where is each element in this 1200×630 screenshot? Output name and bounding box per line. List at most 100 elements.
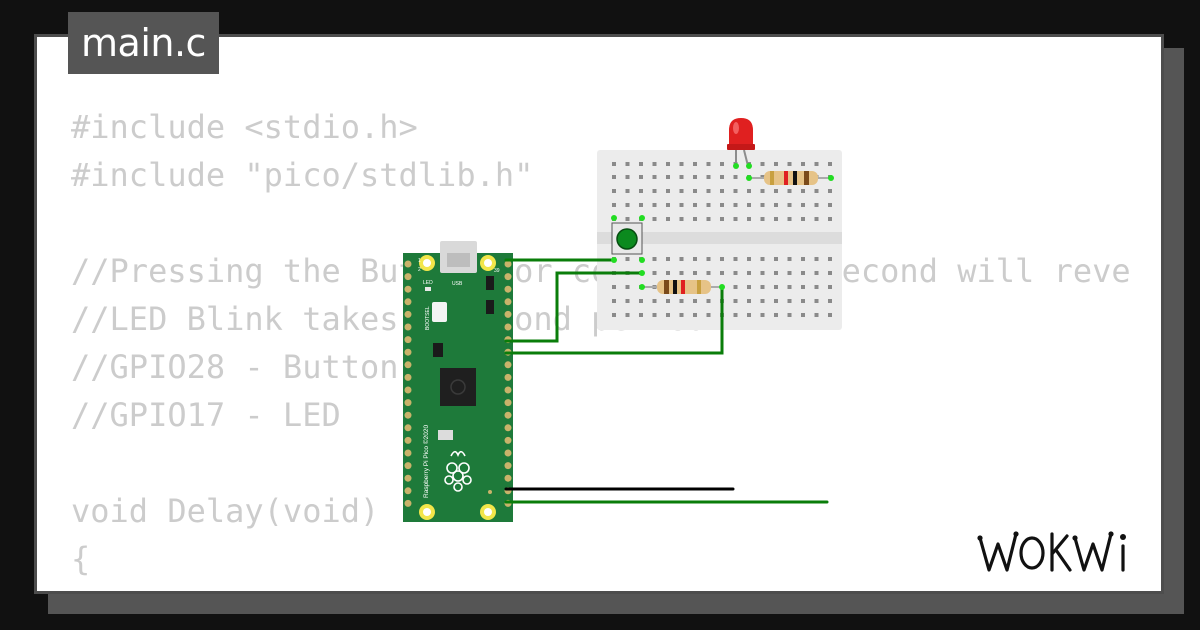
- breadboard-hole: [747, 257, 751, 261]
- breadboard-hole: [652, 162, 657, 166]
- pin-pad: [404, 361, 412, 369]
- wires: [504, 258, 829, 504]
- breadboard-hole: [652, 299, 657, 303]
- breadboard-hole: [639, 175, 643, 179]
- breadboard-hole: [774, 257, 778, 261]
- breadboard-hole: [625, 203, 630, 207]
- breadboard-hole: [747, 271, 751, 275]
- pin-pad: [404, 298, 412, 306]
- breadboard-hole: [801, 257, 805, 261]
- pin-pad: [504, 424, 512, 432]
- usb-label: USB: [452, 281, 463, 287]
- breadboard-hole: [814, 285, 819, 289]
- breadboard-hole: [666, 175, 670, 179]
- pin-pad: [404, 411, 412, 419]
- breadboard-hole: [814, 313, 819, 317]
- breadboard-hole: [814, 257, 819, 261]
- pin-pad: [504, 436, 512, 444]
- pin-pad: [404, 260, 412, 268]
- breadboard-hole: [666, 203, 670, 207]
- pin-pad: [404, 373, 412, 381]
- breadboard-hole: [760, 313, 765, 317]
- breadboard-hole: [801, 271, 805, 275]
- breadboard-hole: [666, 299, 670, 303]
- board-name-label: Raspberry Pi Pico ©2020: [422, 425, 430, 498]
- breadboard-hole: [625, 217, 630, 221]
- breadboard-hole: [652, 217, 657, 221]
- breadboard-hole: [693, 217, 697, 221]
- breadboard-hole: [693, 271, 697, 275]
- pin-pad: [404, 323, 412, 331]
- breadboard-hole: [706, 217, 711, 221]
- pin-pad: [504, 411, 512, 419]
- breadboard-hole: [747, 285, 751, 289]
- breadboard-hole: [787, 203, 792, 207]
- push-button: [611, 222, 643, 255]
- breadboard-hole: [774, 285, 778, 289]
- breadboard-hole: [652, 189, 657, 193]
- led-label: LED: [423, 280, 433, 286]
- pin-pad: [404, 285, 412, 293]
- breadboard-hole: [720, 189, 724, 193]
- breadboard-hole: [706, 189, 711, 193]
- pin-pad: [404, 310, 412, 318]
- led-resistor: [749, 171, 831, 185]
- breadboard-hole: [706, 313, 711, 317]
- code-line-9: void Delay(void): [71, 492, 380, 530]
- breadboard-hole: [720, 271, 724, 275]
- pin-pad: [404, 487, 412, 495]
- button-cap: [616, 228, 638, 250]
- breadboard-hole: [639, 313, 643, 317]
- breadboard-hole: [612, 313, 616, 317]
- breadboard-hole: [814, 203, 819, 207]
- breadboard-hole: [733, 313, 738, 317]
- breadboard-hole: [774, 217, 778, 221]
- breadboard-hole: [693, 189, 697, 193]
- breadboard-hole: [828, 189, 832, 193]
- breadboard-hole: [828, 257, 832, 261]
- pin-pad: [504, 273, 512, 281]
- breadboard-hole: [760, 217, 765, 221]
- breadboard-hole: [693, 203, 697, 207]
- breadboard-hole: [706, 257, 711, 261]
- breadboard-hole: [828, 285, 832, 289]
- breadboard-hole: [828, 162, 832, 166]
- breadboard-hole: [801, 203, 805, 207]
- breadboard-hole: [814, 217, 819, 221]
- breadboard-hole: [720, 203, 724, 207]
- pin-pad: [504, 298, 512, 306]
- breadboard-hole: [639, 189, 643, 193]
- pin-pad: [404, 273, 412, 281]
- breadboard-hole: [679, 203, 684, 207]
- breadboard-hole: [801, 162, 805, 166]
- breadboard-hole: [774, 313, 778, 317]
- breadboard-hole: [787, 162, 792, 166]
- breadboard-hole: [652, 313, 657, 317]
- breadboard-hole: [612, 299, 616, 303]
- breadboard-hole: [625, 285, 630, 289]
- breadboard-hole: [625, 257, 630, 261]
- breadboard-hole: [733, 257, 738, 261]
- pin-pad: [504, 449, 512, 457]
- breadboard-hole: [787, 313, 792, 317]
- breadboard-hole: [760, 189, 765, 193]
- code-line-7: //GPIO17 - LED: [71, 396, 341, 434]
- breadboard-hole: [706, 175, 711, 179]
- wokwi-logo: [977, 531, 1126, 572]
- breadboard-hole: [693, 175, 697, 179]
- breadboard-hole: [801, 189, 805, 193]
- code-line-6: //GPIO28 - Button: [71, 348, 399, 386]
- breadboard-hole: [612, 162, 616, 166]
- breadboard-hole: [747, 313, 751, 317]
- breadboard-hole: [760, 162, 765, 166]
- breadboard-hole: [760, 299, 765, 303]
- breadboard-hole: [828, 203, 832, 207]
- breadboard-hole: [652, 257, 657, 261]
- breadboard-hole: [760, 257, 765, 261]
- breadboard-hole: [679, 271, 684, 275]
- breadboard-hole: [612, 189, 616, 193]
- pin-pad: [404, 348, 412, 356]
- file-tab[interactable]: main.c: [68, 12, 219, 74]
- breadboard-hole: [814, 299, 819, 303]
